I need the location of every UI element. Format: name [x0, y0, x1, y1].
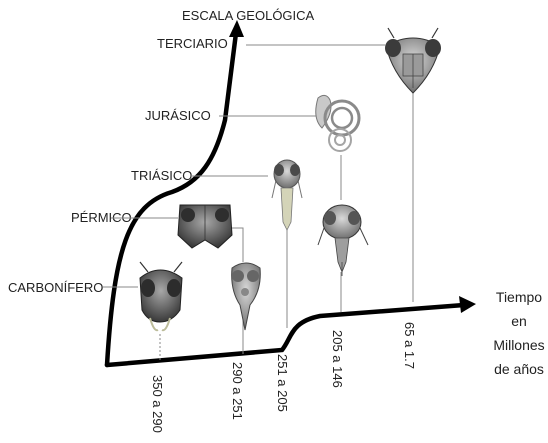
long-beak-insect-illustration	[232, 263, 261, 330]
range-label-permico: 290 a 251	[230, 362, 245, 420]
wide-flat-head-illustration	[178, 205, 232, 248]
long-mouthpart-insect-illustration	[318, 205, 368, 276]
period-label-terciario: TERCIARIO	[157, 36, 228, 51]
time-title-line-2: en	[511, 313, 527, 329]
time-title-line-1: Tiempo	[496, 289, 542, 305]
period-label-triasico: TRIÁSICO	[131, 168, 192, 183]
period-label-jurasico: JURÁSICO	[145, 108, 211, 123]
broad-head-illustration	[140, 262, 182, 330]
coiled-proboscis-illustration	[316, 95, 359, 151]
slender-insect-illustration	[272, 160, 302, 230]
horizontal-axis-arrowhead	[459, 296, 476, 313]
range-label-carbonifero: 350 a 290	[150, 375, 165, 433]
period-label-carbonifero: CARBONÍFERO	[8, 280, 103, 295]
horizontal-axis-title: Tiempo en Millones de años	[493, 289, 544, 377]
range-label-triasico: 251 a 205	[275, 354, 290, 412]
vertical-axis-title: ESCALA GEOLÓGICA	[182, 8, 315, 23]
range-label-terciario: 65 a 1.7	[402, 322, 417, 369]
mantis-head-illustration	[385, 28, 441, 93]
time-title-line-3: Millones	[493, 337, 544, 353]
time-title-line-4: de años	[494, 361, 544, 377]
range-label-jurasico: 205 a 146	[330, 330, 345, 388]
